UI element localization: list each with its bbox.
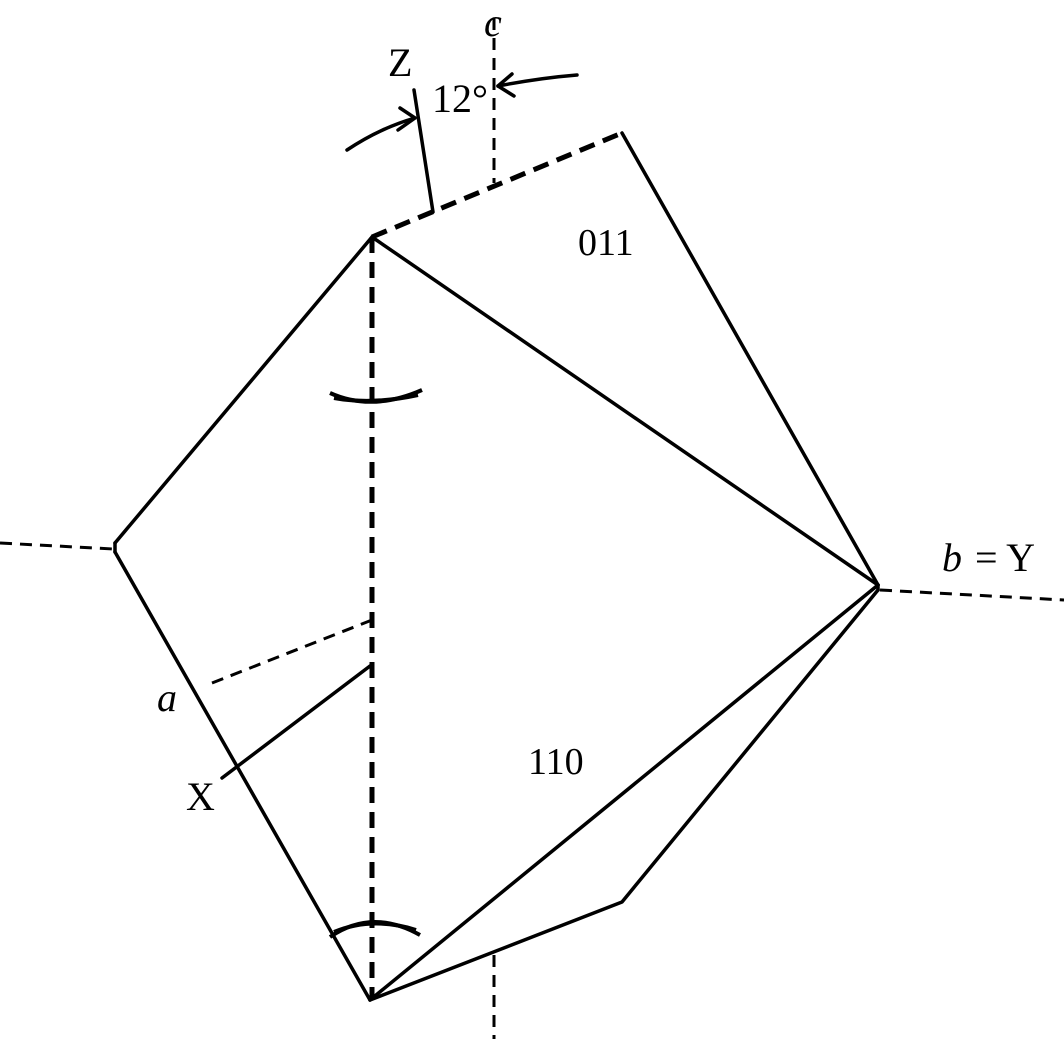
crystal-diagonal-110 (368, 583, 880, 1002)
y-axis-label: = Y (975, 535, 1035, 580)
crystal-left-upper-edge (113, 235, 374, 545)
crystal-top-right-edge (620, 131, 880, 587)
x-axis-label: X (186, 774, 215, 819)
c-axis-label: c (484, 0, 502, 45)
crystal-outline (113, 131, 880, 1002)
upper-angle-arc-inner (333, 393, 419, 403)
a-axis-label: a (157, 675, 177, 720)
crystal-top-dashed-edge (371, 130, 623, 240)
crystal-diagonal-011 (370, 235, 880, 587)
a-axis-line (211, 618, 373, 685)
angle-arcs (328, 388, 423, 939)
z-axis-line (412, 88, 435, 214)
left-arrowhead-icon (396, 106, 417, 132)
x-axis-line (220, 664, 372, 780)
face-011-label: 011 (578, 222, 634, 264)
face-110-label: 110 (528, 741, 584, 783)
z-axis-label: Z (388, 40, 412, 85)
b-axis-right (879, 588, 1064, 602)
right-arrow-curve (496, 73, 579, 88)
crystal-lower-right-edge (368, 588, 880, 1002)
b-axis-left (0, 541, 114, 551)
angle-label: 12° (432, 76, 488, 121)
lower-angle-arc-inner (333, 921, 417, 934)
left-arrow-curve (345, 116, 417, 152)
right-arrowhead-icon (496, 72, 516, 98)
b-axis-label: b (942, 535, 962, 580)
crystal-left-lower-edge (113, 550, 372, 1002)
angle-arrows (345, 72, 579, 152)
